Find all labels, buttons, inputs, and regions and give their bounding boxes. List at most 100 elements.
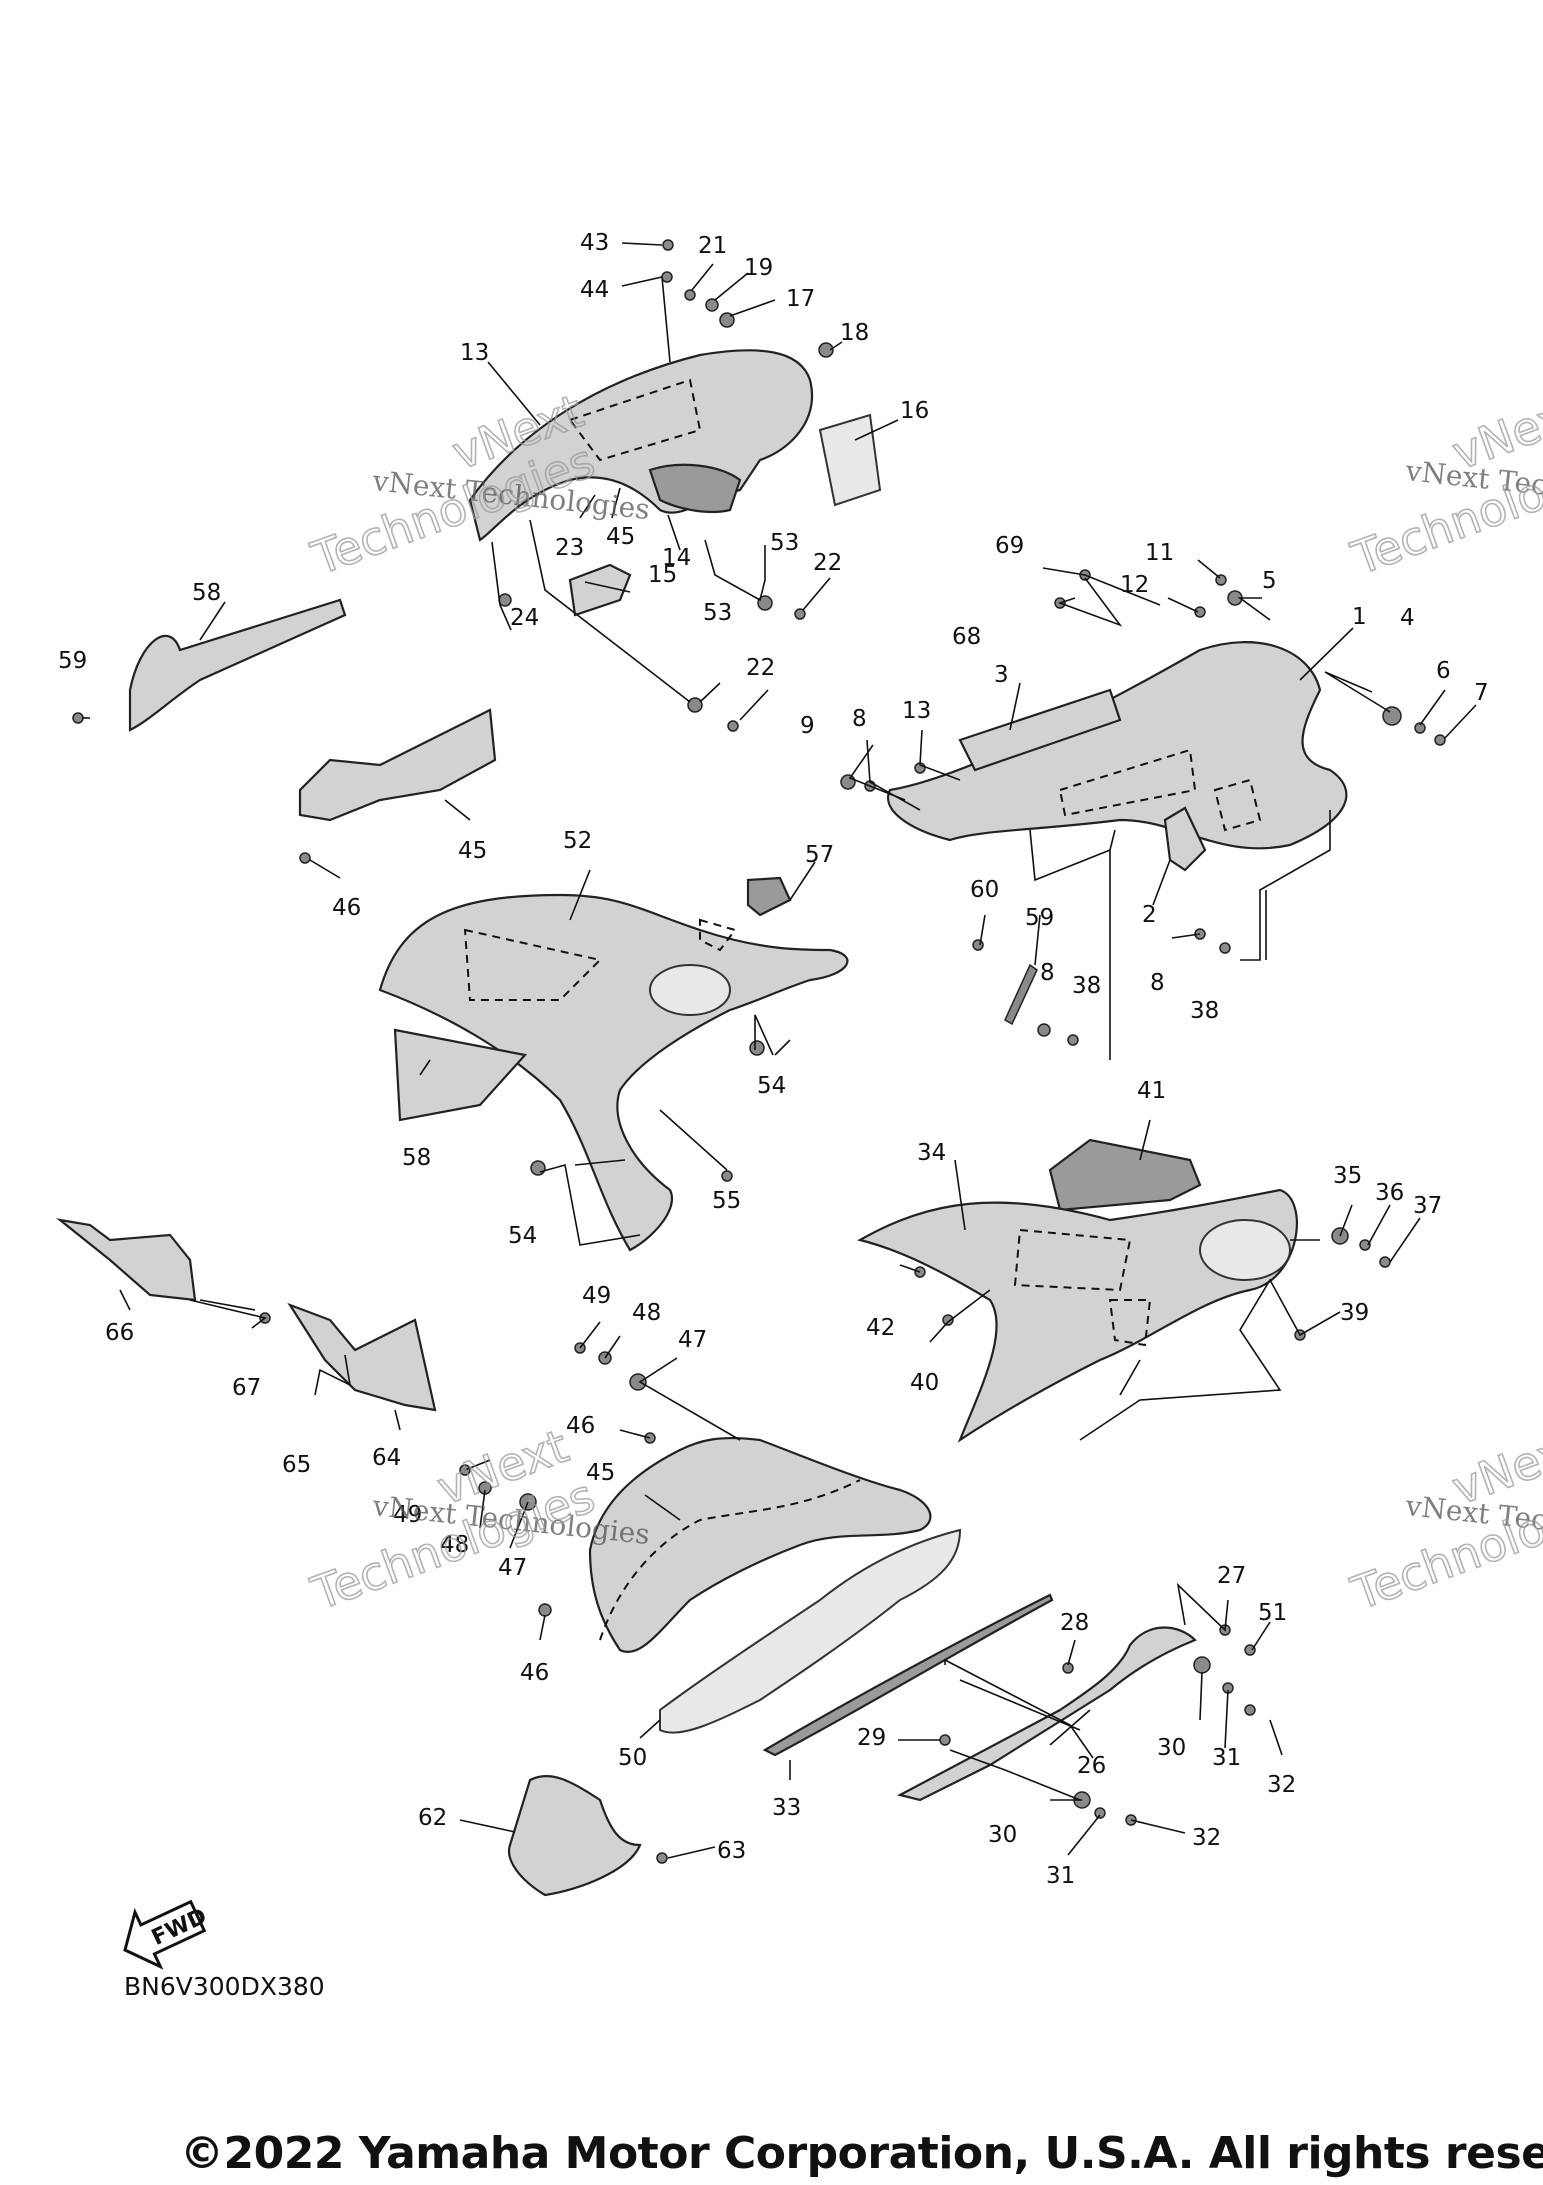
callout-22b: 22 bbox=[746, 655, 775, 681]
callout-1: 1 bbox=[1352, 604, 1367, 630]
callout-50: 50 bbox=[618, 1745, 647, 1771]
nut-53a bbox=[757, 595, 773, 611]
callout-18: 17 bbox=[786, 286, 815, 312]
callout-5: 5 bbox=[1262, 568, 1277, 594]
fwd-arrow: FWD bbox=[123, 1899, 211, 1970]
callout-26: 44 bbox=[580, 277, 609, 303]
callout-63: 63 bbox=[717, 1838, 746, 1864]
screw-22a bbox=[794, 608, 806, 620]
callout-31b: 31 bbox=[1046, 1863, 1075, 1889]
callout-60: 59 bbox=[1025, 905, 1054, 931]
callout-30a: 30 bbox=[1157, 1735, 1186, 1761]
callout-27: 45 bbox=[606, 524, 635, 550]
callout-46b: 46 bbox=[520, 1660, 549, 1686]
callout-28: 26 bbox=[1077, 1753, 1106, 1779]
callout-19: 18 bbox=[840, 320, 869, 346]
screw-46b bbox=[538, 1603, 552, 1617]
callout-4: 4 bbox=[1400, 605, 1415, 631]
callout-48b: 48 bbox=[440, 1532, 469, 1558]
bolt-25 bbox=[662, 239, 674, 251]
bolt-26 bbox=[661, 271, 673, 283]
callout-7: 7 bbox=[1474, 680, 1489, 706]
nut-53b bbox=[687, 697, 703, 713]
callout-61: 60 bbox=[970, 877, 999, 903]
callout-48a: 48 bbox=[632, 1300, 661, 1326]
panel-part-17 bbox=[818, 413, 882, 507]
callout-68: 68 bbox=[952, 624, 981, 650]
callout-38a: 38 bbox=[1072, 973, 1101, 999]
callout-67: 67 bbox=[232, 1375, 261, 1401]
callout-41: 41 bbox=[1137, 1078, 1166, 1104]
callout-8a: 8 bbox=[1040, 960, 1055, 986]
pad-part-56 bbox=[746, 876, 792, 917]
callout-36: 36 bbox=[1375, 1180, 1404, 1206]
watermark-big-4a: vNext bbox=[1445, 1419, 1543, 1516]
callout-17: 16 bbox=[900, 398, 929, 424]
under-cowling-part-50 bbox=[659, 1528, 962, 1734]
callout-3: 3 bbox=[994, 662, 1009, 688]
callout-29b: 28 bbox=[1060, 1610, 1089, 1636]
callout-45: 45 bbox=[586, 1460, 615, 1486]
callout-13: 13 bbox=[902, 698, 931, 724]
callout-33: 33 bbox=[772, 1795, 801, 1821]
stay-part-43 bbox=[298, 708, 497, 822]
lower-panel-part-28 bbox=[896, 1626, 1197, 1802]
collar-60 bbox=[1004, 963, 1038, 1026]
nut-47a bbox=[629, 1373, 647, 1391]
screw-40 bbox=[942, 1314, 954, 1326]
callout-62: 62 bbox=[418, 1805, 447, 1831]
hardware-shapes bbox=[72, 239, 1446, 1864]
callout-54b: 54 bbox=[508, 1223, 537, 1249]
screw-55 bbox=[721, 1170, 733, 1182]
callout-40: 40 bbox=[910, 1370, 939, 1396]
vent-hole-34 bbox=[1199, 1219, 1291, 1281]
callout-58: 58 bbox=[192, 580, 221, 606]
screw-37 bbox=[1379, 1256, 1391, 1268]
pad-part-16 bbox=[568, 563, 632, 617]
under-cowling-part-45 bbox=[588, 1436, 932, 1653]
callout-24: 24 bbox=[510, 605, 539, 631]
callout-31a: 31 bbox=[1212, 1745, 1241, 1771]
screw-32a bbox=[1244, 1704, 1256, 1716]
nut-54b bbox=[530, 1160, 546, 1176]
bolt-21 bbox=[684, 289, 696, 301]
nut-30a bbox=[1193, 1656, 1211, 1674]
callout-16: 15 bbox=[648, 562, 677, 588]
callout-64: 64 bbox=[372, 1445, 401, 1471]
nut-10 bbox=[840, 774, 856, 790]
part-shapes bbox=[56, 349, 1348, 1897]
callout-14: 13 bbox=[460, 340, 489, 366]
callout-39: 39 bbox=[1340, 1300, 1369, 1326]
screw-38b bbox=[1219, 942, 1231, 954]
lower-cover-part-34 bbox=[857, 1188, 1298, 1443]
callout-51: 51 bbox=[1258, 1600, 1287, 1626]
collar-20 bbox=[705, 298, 719, 312]
pad-part-2 bbox=[1163, 806, 1207, 872]
callout-9: 8 bbox=[852, 706, 867, 732]
strip-part-33 bbox=[762, 1593, 1054, 1757]
side-cowling-part-1 bbox=[887, 641, 1348, 850]
panel-part-66 bbox=[56, 1218, 197, 1302]
callout-44: 46 bbox=[332, 895, 361, 921]
callout-32b: 32 bbox=[1192, 1825, 1221, 1851]
callout-35: 35 bbox=[1333, 1163, 1362, 1189]
screw-22b bbox=[727, 720, 739, 732]
callout-66: 66 bbox=[105, 1320, 134, 1346]
callout-29a: 27 bbox=[1217, 1563, 1246, 1589]
callout-20: 19 bbox=[744, 255, 773, 281]
screw-61 bbox=[972, 939, 984, 951]
screw-7 bbox=[1434, 734, 1446, 746]
callout-22a: 22 bbox=[813, 550, 842, 576]
callout-8b: 8 bbox=[1150, 970, 1165, 996]
callout-53b: 53 bbox=[703, 600, 732, 626]
callout-38b: 38 bbox=[1190, 998, 1219, 1024]
collar-31b bbox=[1094, 1807, 1106, 1819]
callout-49a: 49 bbox=[582, 1283, 611, 1309]
callout-29c: 29 bbox=[857, 1725, 886, 1751]
screw-12 bbox=[1194, 606, 1206, 618]
screw-59 bbox=[72, 712, 84, 724]
nut-8a bbox=[1037, 1023, 1051, 1037]
callout-49b: 49 bbox=[393, 1502, 422, 1528]
